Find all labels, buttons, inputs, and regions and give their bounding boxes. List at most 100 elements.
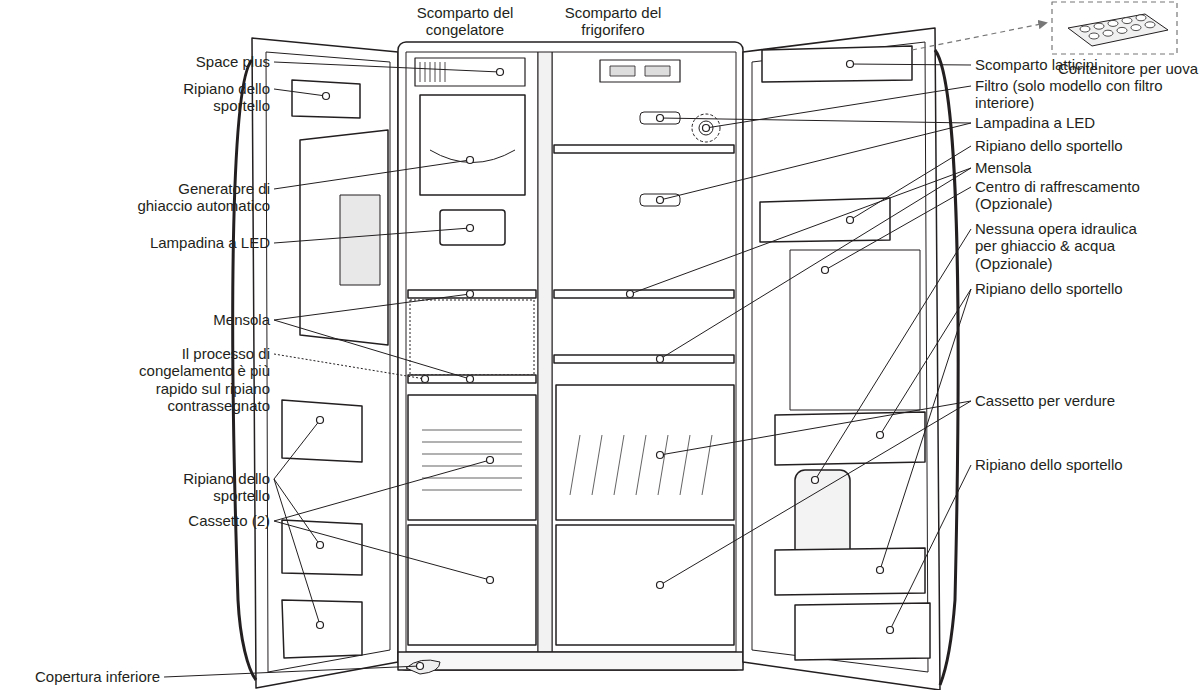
fridge-interior [552, 52, 736, 652]
drawer-mesh [614, 435, 624, 495]
left-door [252, 38, 398, 688]
ice-maker [420, 95, 525, 195]
door-bin [775, 412, 925, 465]
leader-line [274, 420, 320, 479]
leader-line [274, 160, 470, 189]
part-label: Space plus [196, 53, 270, 70]
leader-dot [317, 542, 324, 549]
leader-line [660, 168, 971, 359]
cooling-center [790, 250, 920, 410]
cabinet-base [398, 652, 743, 670]
drawer-mesh [680, 435, 690, 495]
egg-cup [1108, 20, 1118, 26]
leader-line [274, 354, 425, 379]
leader-line [706, 86, 971, 128]
leader-dot [497, 69, 504, 76]
crisper-drawer [556, 385, 734, 520]
leader-line [274, 479, 320, 625]
vent-slot [430, 62, 431, 82]
bottom-cover [406, 660, 440, 674]
door-bin [292, 80, 360, 118]
leader-line [815, 229, 971, 480]
leader-line [850, 64, 971, 65]
leader-dot [657, 356, 664, 363]
leader-dot [467, 225, 474, 232]
right-door [743, 28, 940, 690]
inset-arrow [912, 23, 1046, 50]
leader-dot [467, 291, 474, 298]
filter [699, 121, 713, 135]
leader-line [660, 401, 971, 455]
freezer-shelf [408, 375, 536, 383]
leader-line [274, 320, 470, 379]
leader-dot [657, 582, 664, 589]
leader-dot [877, 432, 884, 439]
leader-line [880, 289, 971, 570]
fridge-shelf [554, 355, 734, 363]
leader-line [164, 666, 420, 677]
part-label: Copertura inferiore [35, 668, 160, 685]
cabinet [398, 42, 743, 670]
wire-basket [410, 300, 534, 375]
part-label: Centro di raffrescamento (Opzionale) [975, 178, 1200, 213]
leader-dot [877, 567, 884, 574]
egg-cup [1089, 33, 1099, 39]
leader-line [630, 168, 971, 294]
leader-dot [703, 125, 710, 132]
part-label: Mensola [213, 311, 270, 328]
leader-dot [657, 115, 664, 122]
freezer-shelf [408, 290, 536, 298]
compartment-label: Scomparto del congelatore [400, 4, 530, 39]
freezer-drawer [408, 525, 536, 645]
right-door-handle [935, 50, 958, 685]
leader-line [660, 401, 971, 585]
leader-dot [417, 663, 424, 670]
leader-line [660, 123, 971, 200]
fridge-shelf [554, 145, 734, 153]
drawer-mesh [422, 490, 522, 491]
leader-line [274, 89, 326, 96]
leader-lines [164, 61, 971, 678]
leader-line [274, 479, 320, 545]
egg-tray [1068, 14, 1168, 46]
door-bin [760, 198, 890, 242]
leader-dot [467, 157, 474, 164]
fridge-shelf [554, 290, 734, 298]
door-bin [282, 520, 362, 575]
door-bin [775, 548, 925, 595]
leader-dot [422, 376, 429, 383]
leader-line [890, 465, 971, 630]
part-label: Ripiano dello sportello [975, 456, 1123, 473]
crisper-drawer [556, 525, 734, 645]
leader-line [274, 62, 500, 72]
leader-dot [627, 291, 634, 298]
led-light [640, 194, 680, 206]
leader-dot [487, 457, 494, 464]
part-label: Mensola [975, 159, 1032, 176]
vent-slot [425, 62, 426, 82]
part-label: Cassetto per verdure [975, 392, 1115, 409]
drawer-mesh [422, 442, 522, 443]
note-label: Il processo di congelamento è più rapido… [95, 345, 270, 414]
part-label: Lampadina a LED [975, 114, 1095, 131]
drawer-mesh [702, 435, 712, 495]
part-label: Ripiano dello sportello [975, 280, 1123, 297]
egg-cup [1136, 15, 1146, 21]
vent-slot [420, 62, 421, 82]
center-divider [538, 52, 552, 652]
led-housing [440, 210, 505, 245]
leader-dot [467, 376, 474, 383]
illustration [233, 2, 1177, 690]
control-panel [600, 60, 680, 82]
door-bin [795, 603, 930, 660]
leader-line [880, 289, 971, 435]
egg-cup [1131, 25, 1141, 31]
drawer-mesh [658, 435, 668, 495]
leader-dot [847, 217, 854, 224]
leader-dot [887, 627, 894, 634]
part-label: Ripiano dello sportello [150, 80, 270, 115]
leader-dot [323, 93, 330, 100]
leader-line [825, 187, 971, 270]
egg-cup [1122, 18, 1132, 24]
